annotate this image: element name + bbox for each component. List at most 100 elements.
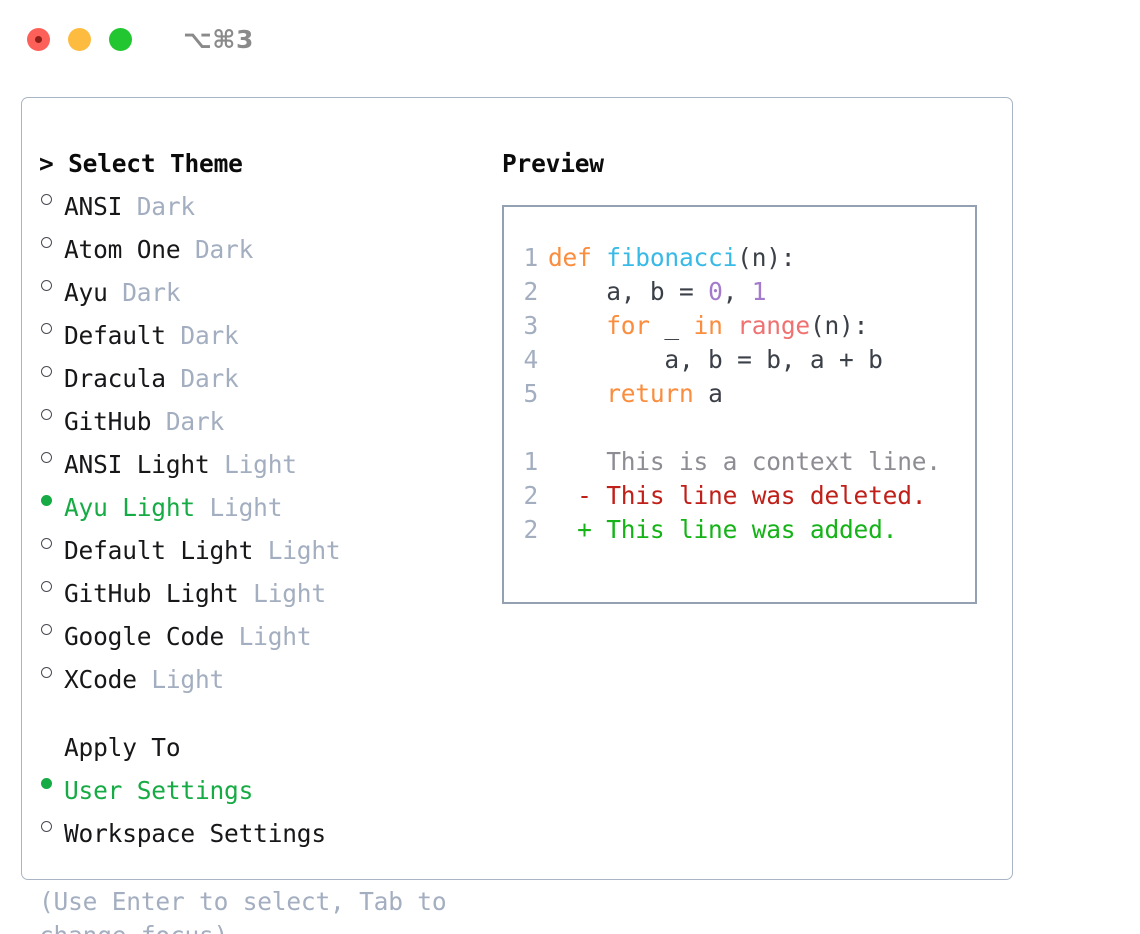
- code-diff-separator: [504, 411, 975, 445]
- theme-variant-tag: Dark: [151, 407, 225, 436]
- theme-option-label: Atom One: [64, 235, 181, 264]
- maximize-button[interactable]: [109, 27, 132, 51]
- radio-selected-icon[interactable]: [39, 765, 64, 799]
- code-token: a, b = b, a + b: [548, 345, 883, 374]
- radio-unselected-icon[interactable]: [39, 267, 64, 301]
- theme-option-4[interactable]: Dracula Dark: [39, 353, 490, 396]
- apply-to-label: Apply To: [64, 733, 181, 762]
- theme-option-label: Default: [64, 321, 166, 350]
- radio-unselected-icon[interactable]: [39, 808, 64, 842]
- code-token: ,: [722, 277, 752, 306]
- keyboard-shortcut-label: ⌥⌘3: [183, 24, 254, 54]
- radio-unselected-icon[interactable]: [39, 439, 64, 473]
- theme-option-0[interactable]: ANSI Dark: [39, 181, 490, 224]
- code-line-text: a, b = 0, 1: [548, 275, 766, 309]
- theme-option-label: Ayu: [64, 278, 108, 307]
- code-line-text: for _ in range(n):: [548, 309, 868, 343]
- window-controls: [27, 27, 132, 51]
- theme-option-9[interactable]: GitHub Light Light: [39, 568, 490, 611]
- radio-selected-icon[interactable]: [39, 482, 64, 516]
- close-button[interactable]: [27, 27, 50, 51]
- theme-option-10[interactable]: Google Code Light: [39, 611, 490, 654]
- theme-option-label: GitHub: [64, 407, 152, 436]
- theme-option-label: XCode: [64, 665, 137, 694]
- theme-option-11[interactable]: XCode Light: [39, 654, 490, 697]
- code-token: (n):: [809, 311, 869, 340]
- radio-unselected-icon[interactable]: [39, 568, 64, 602]
- line-number: 3: [523, 311, 538, 340]
- code-token: [723, 311, 738, 340]
- radio-unselected-icon[interactable]: [39, 224, 64, 258]
- radio-unselected-icon[interactable]: [39, 611, 64, 645]
- close-icon: [35, 35, 42, 43]
- code-token: 0: [708, 277, 723, 306]
- code-token: return: [606, 379, 694, 408]
- code-token: a: [693, 379, 723, 408]
- radio-unselected-icon[interactable]: [39, 181, 64, 215]
- code-line-text: def fibonacci(n):: [548, 241, 796, 275]
- code-line: 3 for _ in range(n):: [504, 309, 975, 343]
- diff-line-text: - This line was deleted.: [548, 481, 927, 510]
- code-token: [548, 379, 606, 408]
- theme-variant-tag: Light: [194, 493, 283, 522]
- theme-option-8[interactable]: Default Light Light: [39, 525, 490, 568]
- code-line: 5 return a: [504, 377, 975, 411]
- theme-option-label: GitHub Light: [64, 579, 239, 608]
- line-number: 2: [523, 277, 538, 306]
- theme-option-2[interactable]: Ayu Dark: [39, 267, 490, 310]
- radio-unselected-icon[interactable]: [39, 396, 64, 430]
- line-number: 5: [523, 379, 538, 408]
- radio-unselected-icon[interactable]: [39, 353, 64, 387]
- theme-option-label: Dracula: [64, 364, 166, 393]
- radio-unselected-icon[interactable]: [39, 310, 64, 344]
- theme-option-6[interactable]: ANSI Light Light: [39, 439, 490, 482]
- theme-variant-tag: Dark: [165, 364, 239, 393]
- theme-variant-tag: Light: [238, 579, 326, 608]
- code-line-text: a, b = b, a + b: [548, 343, 883, 377]
- diff-line: 2 + This line was added.: [504, 513, 975, 547]
- code-token: range: [737, 311, 810, 340]
- list-spacer: [39, 697, 490, 731]
- code-token: fibonacci: [606, 243, 738, 272]
- code-line-text: return a: [548, 377, 723, 411]
- line-number: 4: [523, 345, 538, 374]
- code-line: 4 a, b = b, a + b: [504, 343, 975, 377]
- preview-heading: Preview: [502, 149, 604, 178]
- theme-option-7[interactable]: Ayu Light Light: [39, 482, 490, 525]
- code-token: [548, 311, 606, 340]
- theme-option-1[interactable]: Atom One Dark: [39, 224, 490, 267]
- code-line: 1 def fibonacci(n):: [504, 241, 975, 275]
- diff-line-text: This is a context line.: [548, 447, 941, 476]
- theme-option-5[interactable]: GitHub Dark: [39, 396, 490, 439]
- apply-to-option-0[interactable]: User Settings: [39, 765, 490, 808]
- apply-to-option-1[interactable]: Workspace Settings: [39, 808, 490, 851]
- radio-unselected-icon[interactable]: [39, 654, 64, 688]
- code-token: for: [606, 311, 650, 340]
- theme-variant-tag: Light: [224, 622, 312, 651]
- diff-line-text: + This line was added.: [548, 515, 898, 544]
- theme-option-3[interactable]: Default Dark: [39, 310, 490, 353]
- diff-line: 2 - This line was deleted.: [504, 479, 975, 513]
- theme-variant-tag: Dark: [122, 192, 195, 221]
- code-line: 2 a, b = 0, 1: [504, 275, 975, 309]
- theme-variant-tag: Dark: [107, 278, 181, 307]
- minimize-button[interactable]: [68, 27, 91, 51]
- radio-unselected-icon[interactable]: [39, 525, 64, 559]
- theme-option-label: Ayu Light: [64, 493, 195, 522]
- theme-variant-tag: Dark: [165, 321, 239, 350]
- code-token: (n):: [737, 243, 796, 272]
- theme-option-label: ANSI: [64, 192, 123, 221]
- theme-variant-tag: Light: [253, 536, 341, 565]
- line-number: 1: [523, 447, 538, 476]
- apply-to-option-label: Workspace Settings: [64, 819, 326, 848]
- line-number: 1: [523, 243, 538, 272]
- theme-option-label: Default Light: [64, 536, 254, 565]
- theme-variant-tag: Light: [136, 665, 225, 694]
- code-token: def: [548, 243, 607, 272]
